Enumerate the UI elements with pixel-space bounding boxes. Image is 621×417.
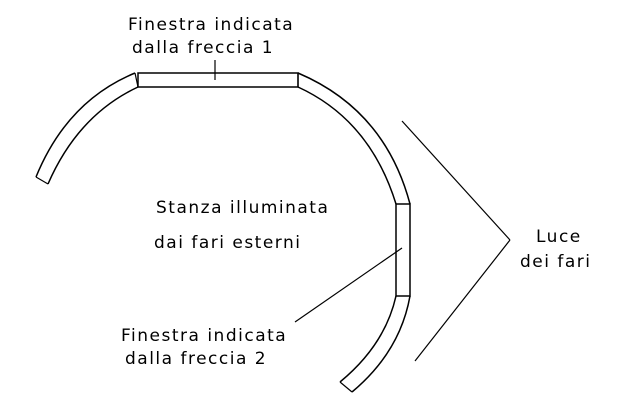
light-label-line-1: Luce — [536, 227, 582, 247]
light-beam-lower — [414, 239, 511, 362]
light-label-line-2: dei fari — [520, 252, 592, 272]
window-2 — [395, 203, 411, 297]
left-wall-arc — [35, 72, 139, 185]
window-2-leader-line — [294, 247, 403, 323]
light-beam-upper — [401, 120, 511, 241]
room-label-line-1: Stanza illuminata — [156, 198, 329, 218]
window-2-label-line-2: dalla freccia 2 — [125, 349, 267, 369]
window-1-label-line-2: dalla freccia 1 — [132, 38, 274, 58]
window-2-label-line-1: Finestra indicata — [121, 326, 287, 346]
window-1 — [137, 72, 299, 88]
window-1-label-line-1: Finestra indicata — [128, 15, 294, 35]
room-label-line-2: dai fari esterni — [154, 233, 301, 253]
right-upper-wall-arc — [297, 72, 411, 205]
right-lower-wall-arc — [339, 295, 411, 393]
